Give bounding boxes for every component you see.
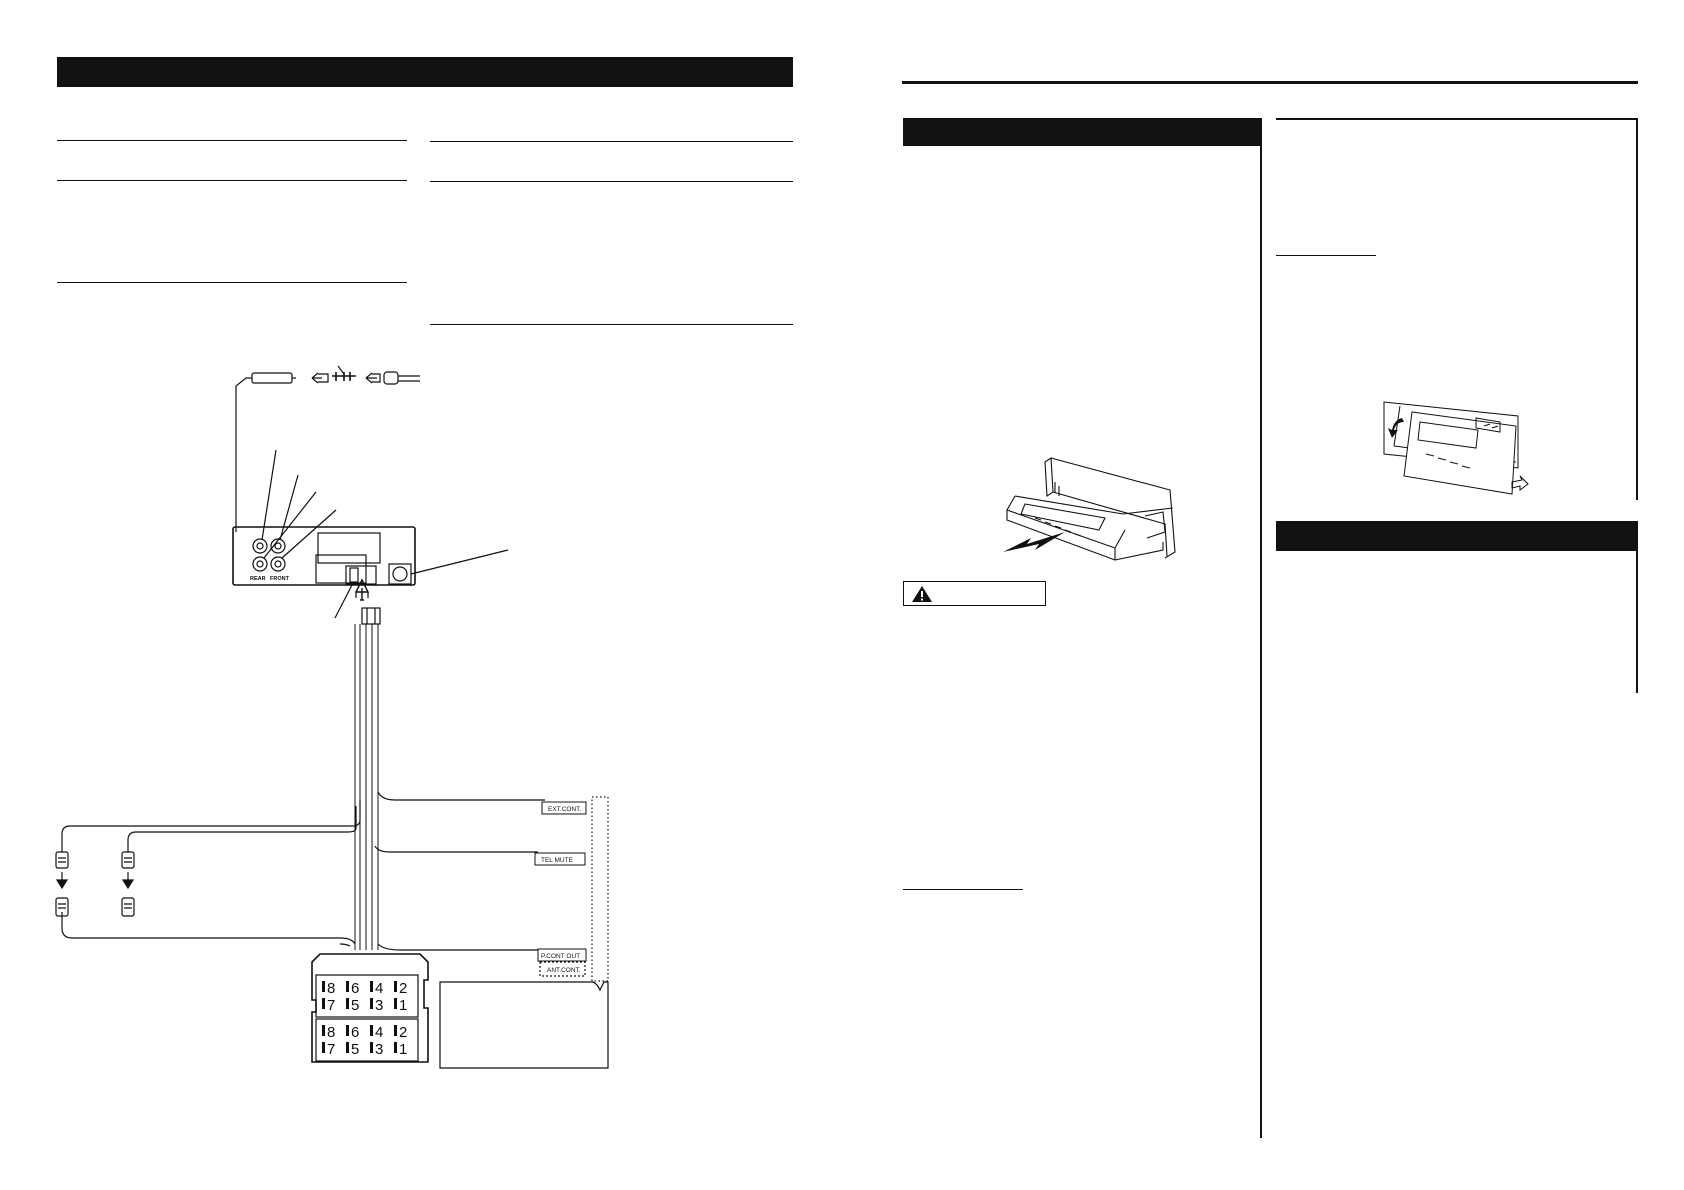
svg-text:1: 1 (399, 997, 407, 1014)
left-col-rule-1 (57, 140, 407, 141)
svg-text:4: 4 (375, 1024, 383, 1041)
svg-text:2: 2 (399, 980, 407, 997)
svg-text:4: 4 (375, 980, 383, 997)
unit-rear-recess (315, 554, 367, 584)
harness-plug (361, 607, 381, 625)
right-col-rule-3 (430, 324, 793, 325)
svg-text:8: 8 (327, 1024, 335, 1041)
ant-cont-dotted (539, 961, 586, 977)
arrow-left-icon-2 (365, 372, 381, 384)
rca-jack-front-l (252, 556, 268, 572)
left-col-short-rule (903, 889, 1023, 890)
antenna-adapter (332, 372, 356, 381)
dotted-bracket (591, 796, 609, 982)
left-col-rule-2 (57, 180, 407, 181)
arrow-left-icon (311, 372, 329, 384)
rca-cable-3 (61, 912, 356, 945)
svg-text:2: 2 (399, 1024, 407, 1041)
rca-plug-1a (55, 851, 69, 869)
note-box (439, 981, 609, 1069)
right-page-column-divider (1260, 118, 1262, 1138)
faceplate-attachment-illustration (1383, 401, 1529, 495)
antenna-cable (235, 377, 252, 532)
section2-right-rule (1636, 521, 1638, 693)
wiring-diagram: EXT.CONT. TEL MUTE P.CONT OUT ANT.CONT. … (55, 365, 609, 1069)
rca-jack-rear-l (252, 538, 268, 554)
rca-plug-2b (121, 897, 135, 917)
arrow-left-curved-icon (1388, 418, 1404, 438)
arrow-down-icon-1 (55, 872, 69, 890)
unit-rear-panel (232, 526, 416, 586)
unit-rear-inner (317, 532, 381, 564)
left-page-header-bar (57, 57, 793, 87)
arrow-down-icon-2 (121, 872, 135, 890)
tag-ant-cont: ANT.CONT. (547, 967, 581, 974)
antenna-plug (251, 372, 293, 384)
tag-ext-cont: EXT.CONT. (548, 806, 581, 813)
sidebar-short-rule (1276, 255, 1376, 256)
warning-box (903, 581, 1046, 606)
svg-text:7: 7 (327, 997, 335, 1014)
right-col-rule-2 (430, 181, 793, 182)
arrow-right-icon (1511, 475, 1529, 491)
iso-pin-grid: 8 6 4 2 7 5 3 1 8 6 4 2 7 5 3 1 (322, 980, 407, 1058)
sidebar-right-rule (1636, 118, 1638, 500)
arrow-pull-icon (1003, 532, 1065, 552)
svg-text:5: 5 (351, 1041, 359, 1058)
right-page-top-rule (902, 81, 1638, 84)
rca-jack-rear-r (270, 538, 286, 554)
svg-text:1: 1 (399, 1041, 407, 1058)
sidebar-top-rule (1276, 118, 1638, 120)
rca-plug-2a (121, 851, 135, 869)
harness-bundle (354, 624, 379, 950)
label-front: FRONT (270, 576, 290, 582)
rca-jack-front-r (270, 556, 286, 572)
svg-text:7: 7 (327, 1041, 335, 1058)
front-panel-removal-illustration (1003, 457, 1176, 561)
svg-text:8: 8 (327, 980, 335, 997)
svg-text:5: 5 (351, 997, 359, 1014)
svg-text:3: 3 (375, 1041, 383, 1058)
svg-text:6: 6 (351, 1024, 359, 1041)
rca-cable-2 (127, 806, 357, 852)
tag-tel-mute: TEL MUTE (541, 857, 574, 864)
unit-connector (345, 565, 377, 585)
right-section-header-1 (903, 118, 1262, 146)
antenna-lead-end (383, 371, 399, 385)
rca-plug-1b (55, 897, 69, 917)
arrow-up-icon (354, 578, 370, 601)
left-col-rule-3 (57, 282, 407, 283)
warning-triangle-icon (912, 586, 932, 602)
rca-cable-4 (339, 943, 351, 947)
tag-p-cont-out: P.CONT OUT (541, 953, 580, 960)
svg-text:3: 3 (375, 997, 383, 1014)
svg-text:6: 6 (351, 980, 359, 997)
right-section-header-2 (1276, 521, 1638, 551)
lead-ext-cont (377, 791, 545, 801)
right-col-rule-1 (430, 141, 793, 142)
lead-tel-mute (374, 845, 538, 853)
rca-cable-1 (61, 800, 361, 852)
label-rear: REAR (250, 576, 266, 582)
lead-p-cont-out (377, 943, 538, 951)
